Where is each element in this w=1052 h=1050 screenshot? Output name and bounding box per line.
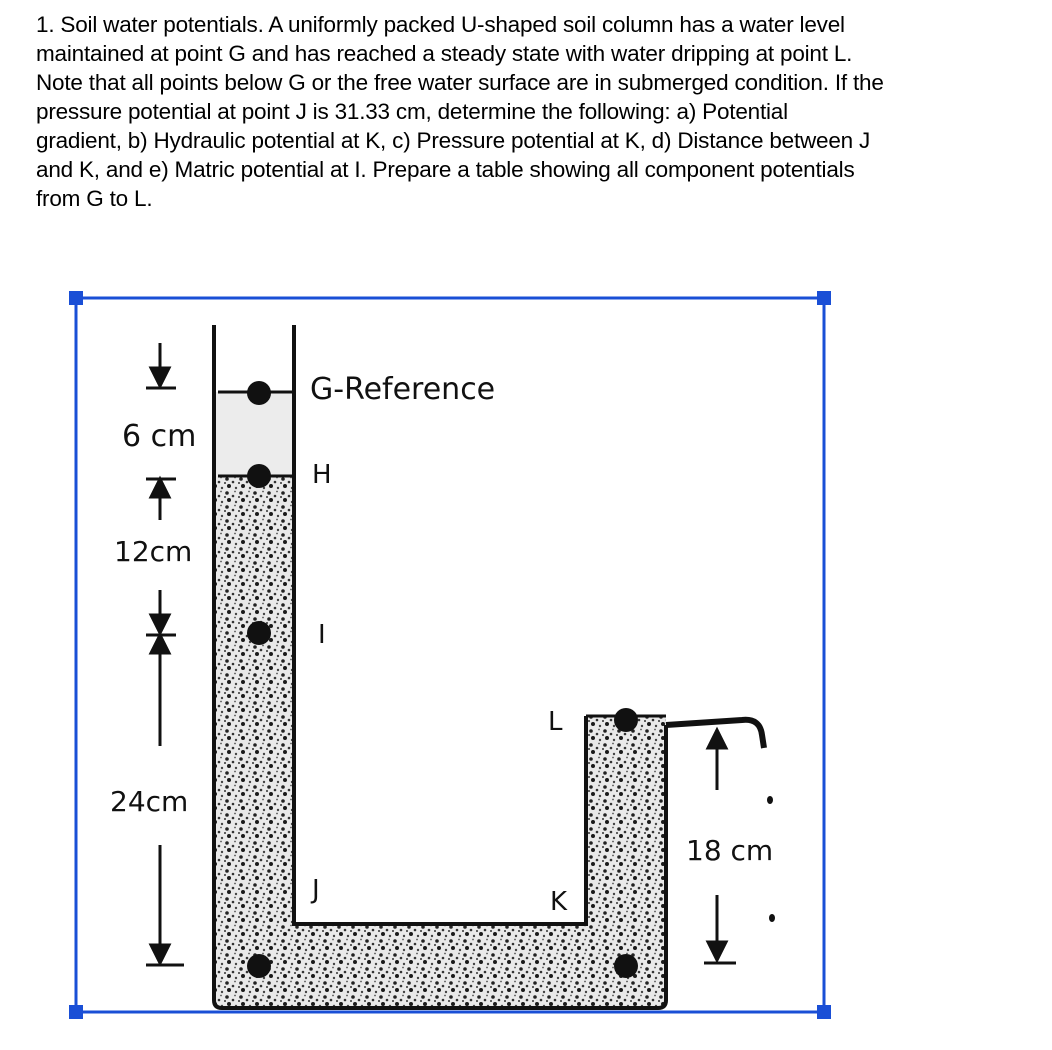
- question-text: 1. Soil water potentials. A uniformly pa…: [36, 10, 1036, 213]
- soil-fill: [214, 476, 666, 1006]
- question-line: Note that all points below G or the free…: [36, 70, 884, 95]
- question-line: pressure potential at point J is 31.33 c…: [36, 99, 788, 124]
- outlet-spout: [665, 716, 767, 749]
- question-line: gradient, b) Hydraulic potential at K, c…: [36, 128, 871, 153]
- resize-handle-bottom-right[interactable]: [817, 1005, 831, 1019]
- dim-label-24cm: 24cm: [110, 785, 188, 818]
- resize-handle-top-right[interactable]: [817, 291, 831, 305]
- point-h: [247, 464, 271, 488]
- label-l: L: [548, 707, 563, 737]
- point-k: [614, 954, 638, 978]
- dim-label-6cm: 6 cm: [122, 419, 196, 454]
- dimension-lines-left: [146, 343, 184, 967]
- question-line: from G to L.: [36, 186, 153, 211]
- point-g: [247, 381, 271, 405]
- water-drop: [769, 914, 775, 922]
- question-line: and K, and e) Matric potential at I. Pre…: [36, 157, 855, 182]
- resize-handle-top-left[interactable]: [69, 291, 83, 305]
- water-region: [214, 392, 294, 476]
- dimension-lines-right: [704, 726, 736, 965]
- label-h: H: [312, 460, 332, 490]
- label-k: K: [550, 887, 568, 917]
- label-g-reference: G-Reference: [310, 372, 495, 407]
- label-i: I: [318, 620, 326, 650]
- u-column: [212, 325, 767, 1010]
- point-j: [247, 954, 271, 978]
- question-line: 1. Soil water potentials. A uniformly pa…: [36, 12, 845, 37]
- point-i: [247, 621, 271, 645]
- label-j: J: [310, 875, 320, 905]
- column-inner-wall: [292, 325, 588, 926]
- point-l: [614, 708, 638, 732]
- question-line: maintained at point G and has reached a …: [36, 41, 853, 66]
- water-drop: [767, 796, 773, 804]
- resize-handle-bottom-left[interactable]: [69, 1005, 83, 1019]
- dim-label-18cm: 18 cm: [686, 834, 773, 867]
- column-outer-wall: [212, 325, 668, 1010]
- selection-frame[interactable]: [69, 291, 831, 1019]
- dim-label-12cm: 12cm: [114, 535, 192, 568]
